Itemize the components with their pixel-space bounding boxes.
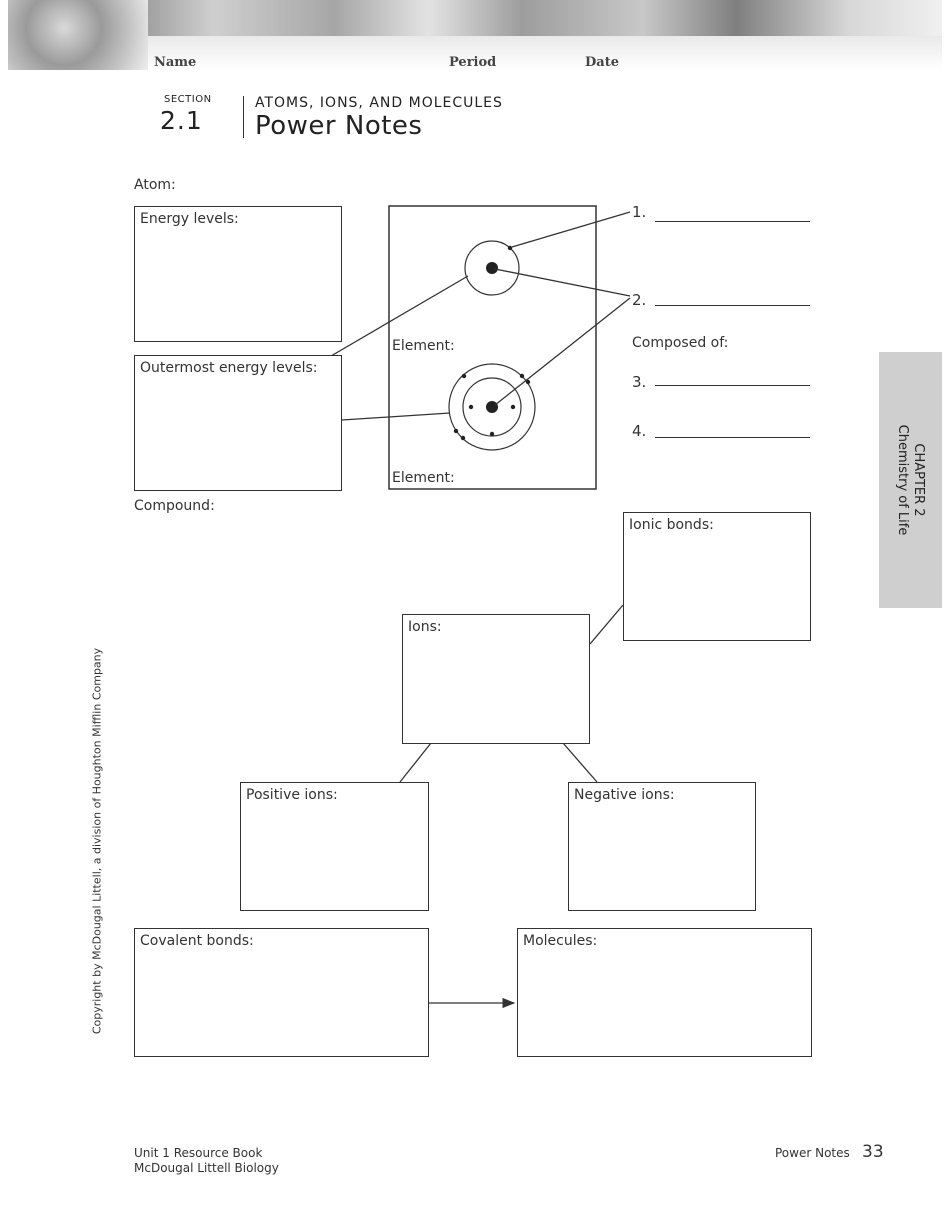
ionic-bonds-label: Ionic bonds: xyxy=(629,517,714,533)
molecules-label: Molecules: xyxy=(523,933,598,949)
atom-label: Atom: xyxy=(134,177,176,193)
outermost-energy-levels-label: Outermost energy levels: xyxy=(140,360,318,376)
blank-3-number: 3. xyxy=(632,373,647,391)
footer-book-info: Unit 1 Resource Book McDougal Littell Bi… xyxy=(134,1146,279,1176)
blank-1-number: 1. xyxy=(632,203,647,221)
ions-label: Ions: xyxy=(408,619,442,635)
footer-book-line-1: Unit 1 Resource Book xyxy=(134,1146,263,1160)
header-banner-image xyxy=(8,0,942,36)
copyright-notice: Copyright by McDougal Littell, a divisio… xyxy=(90,647,104,1035)
blank-1-line[interactable] xyxy=(655,221,810,222)
chapter-number: CHAPTER 2 xyxy=(911,443,926,517)
ionic-bonds-box[interactable]: Ionic bonds: xyxy=(623,512,811,641)
negative-ions-label: Negative ions: xyxy=(574,787,675,803)
negative-ions-box[interactable]: Negative ions: xyxy=(568,782,756,911)
blank-2-line[interactable] xyxy=(655,305,810,306)
chapter-side-tab xyxy=(879,352,942,608)
section-number: 2.1 xyxy=(160,106,203,135)
page-number: 33 xyxy=(862,1142,884,1162)
page-title: Power Notes xyxy=(255,111,423,141)
energy-levels-label: Energy levels: xyxy=(140,211,239,227)
compound-label: Compound: xyxy=(134,498,215,514)
blank-4-line[interactable] xyxy=(655,437,810,438)
positive-ions-label: Positive ions: xyxy=(246,787,338,803)
name-label: Name xyxy=(154,55,197,70)
element-label-2: Element: xyxy=(392,470,455,486)
ions-box[interactable]: Ions: xyxy=(402,614,590,744)
date-label: Date xyxy=(585,55,619,70)
blank-3-line[interactable] xyxy=(655,385,810,386)
period-label: Period xyxy=(449,55,497,70)
blank-2-number: 2. xyxy=(632,291,647,309)
covalent-bonds-label: Covalent bonds: xyxy=(140,933,254,949)
composed-of-label: Composed of: xyxy=(632,335,729,351)
energy-levels-box[interactable]: Energy levels: xyxy=(134,206,342,342)
large-atom-diagram xyxy=(448,363,536,451)
molecules-box[interactable]: Molecules: xyxy=(517,928,812,1057)
covalent-bonds-box[interactable]: Covalent bonds: xyxy=(134,928,429,1057)
section-topic: ATOMS, IONS, AND MOLECULES xyxy=(255,95,503,111)
blank-4-number: 4. xyxy=(632,422,647,440)
footer-section-name: Power Notes xyxy=(775,1146,850,1160)
header-banner-fade xyxy=(8,36,942,70)
title-divider xyxy=(243,96,244,138)
chapter-tab-text: CHAPTER 2 Chemistry of Life xyxy=(894,425,926,536)
atom-diagram-panel xyxy=(388,205,597,490)
footer-book-line-2: McDougal Littell Biology xyxy=(134,1161,279,1175)
element-label-1: Element: xyxy=(392,338,455,354)
section-label: SECTION xyxy=(164,94,212,105)
small-atom-diagram xyxy=(464,240,520,296)
outermost-energy-levels-box[interactable]: Outermost energy levels: xyxy=(134,355,342,491)
positive-ions-box[interactable]: Positive ions: xyxy=(240,782,429,911)
header-nature-photo xyxy=(8,0,148,70)
chapter-subtitle: Chemistry of Life xyxy=(895,424,910,536)
